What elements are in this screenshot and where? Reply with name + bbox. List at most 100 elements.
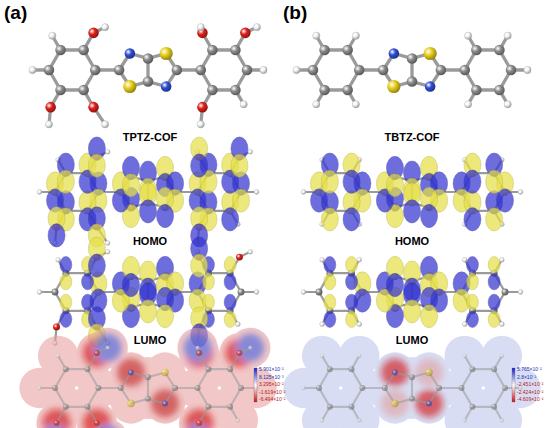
atom	[500, 322, 505, 327]
atom	[114, 65, 125, 76]
atom	[301, 290, 306, 295]
orbital-lobe	[191, 154, 208, 177]
colorbar-tick: -6.494×10⁻²	[259, 397, 285, 402]
atom	[172, 385, 178, 391]
structure-label: LUMO	[396, 335, 428, 346]
atom	[320, 354, 324, 358]
structure-label: TPTZ-COF	[123, 132, 177, 143]
atom	[44, 65, 55, 76]
atom	[160, 47, 173, 60]
esp-region	[117, 359, 145, 387]
atom	[95, 385, 101, 391]
bond	[472, 406, 494, 408]
atom	[313, 32, 320, 39]
atom	[53, 323, 60, 330]
atom	[227, 366, 233, 372]
bond	[198, 388, 209, 407]
atom	[227, 404, 233, 410]
orbital-lobe	[421, 204, 438, 227]
atom	[491, 404, 497, 410]
orbital-lobe	[88, 154, 105, 177]
atom	[197, 102, 208, 113]
atom	[205, 404, 211, 410]
orbital-lobe	[496, 189, 513, 212]
atom	[491, 366, 497, 372]
orbital-lobe	[343, 170, 360, 193]
color-bar	[512, 368, 515, 402]
atom	[424, 47, 437, 60]
atom	[55, 85, 66, 96]
atom	[316, 385, 322, 391]
orbital-lobes	[324, 256, 500, 327]
atom	[254, 190, 259, 195]
atoms	[301, 354, 522, 423]
bond	[494, 388, 505, 407]
orbital-lobe	[466, 311, 478, 327]
homo-orbital	[37, 137, 259, 247]
atom	[56, 257, 61, 262]
orbital-lobes	[60, 237, 236, 347]
atom	[207, 45, 218, 56]
atom	[342, 45, 353, 56]
bond	[352, 369, 363, 388]
atom	[94, 350, 100, 356]
atom	[436, 385, 442, 391]
orbital-lobe	[139, 300, 156, 323]
orbital-lobe	[488, 294, 500, 310]
orbital-lobe	[224, 311, 236, 327]
orbital-lobe	[231, 154, 248, 177]
atom	[238, 289, 245, 296]
atom	[49, 32, 56, 39]
atom	[301, 386, 305, 390]
atom	[349, 366, 355, 372]
panel-letter: (b)	[283, 3, 307, 22]
esp-region	[151, 390, 179, 418]
bond	[66, 406, 88, 408]
atom	[236, 322, 241, 327]
atom	[63, 366, 69, 372]
atom	[471, 85, 482, 96]
atom	[123, 80, 136, 93]
bond	[147, 377, 149, 399]
atom	[387, 80, 400, 93]
atom	[500, 418, 504, 422]
atom	[145, 374, 151, 380]
atom	[342, 85, 353, 96]
atom	[494, 45, 505, 56]
orbital-lobe	[488, 257, 500, 273]
esp-region	[381, 390, 409, 418]
atom	[357, 257, 362, 262]
atom	[469, 366, 475, 372]
orbital-lobe	[421, 304, 438, 327]
orbital-lobe	[403, 200, 420, 223]
colorbar-tick: 5.901×10⁻²	[259, 367, 284, 372]
atom	[105, 249, 110, 254]
atom	[105, 149, 110, 154]
atom	[407, 53, 418, 64]
atom	[524, 66, 531, 73]
atom	[94, 420, 100, 426]
atom	[196, 420, 202, 426]
esp-surface	[283, 336, 540, 428]
atom	[128, 370, 134, 376]
bond	[208, 368, 230, 370]
atom	[494, 85, 505, 96]
orbital-lobe	[202, 274, 214, 290]
bond	[319, 388, 330, 407]
atom	[354, 65, 365, 76]
orbital-lobe	[224, 257, 236, 273]
orbital-lobe	[321, 208, 338, 231]
atom	[248, 149, 253, 154]
atom	[106, 346, 110, 350]
orbital-lobe	[324, 257, 336, 273]
bond-sticks	[304, 260, 521, 324]
orbital-lobe	[346, 311, 358, 327]
atom	[502, 385, 508, 391]
bond	[330, 406, 352, 408]
atom	[240, 28, 251, 39]
orbital-lobe	[60, 274, 72, 290]
atom	[425, 369, 432, 376]
orbital-lobe	[486, 208, 503, 231]
atom	[459, 385, 465, 391]
atom	[382, 385, 388, 391]
